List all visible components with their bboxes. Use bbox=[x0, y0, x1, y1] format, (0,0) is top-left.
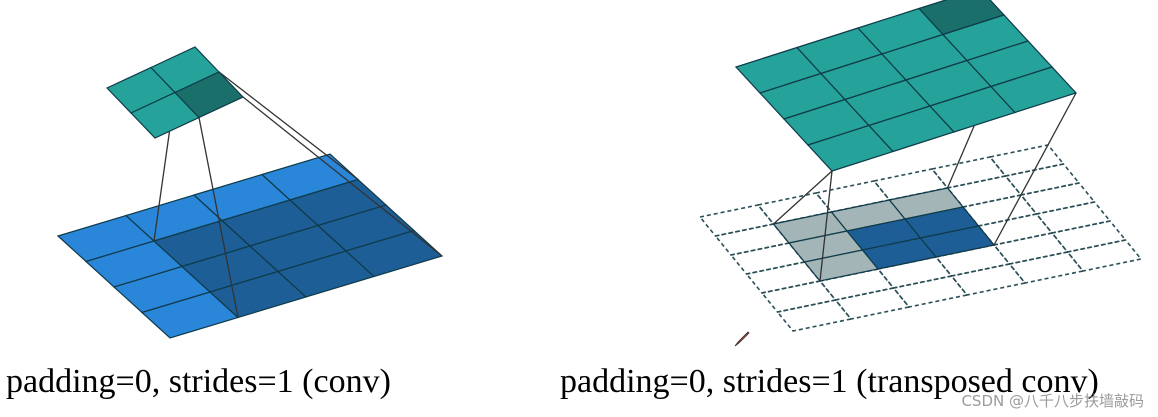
projection-line bbox=[819, 170, 833, 282]
projection-line bbox=[773, 170, 833, 225]
conv-caption: padding=0, strides=1 (conv) bbox=[6, 363, 391, 400]
kernel-window bbox=[772, 187, 996, 282]
projection-line bbox=[993, 92, 1077, 246]
conv-figure bbox=[56, 46, 444, 339]
output-grid bbox=[105, 46, 245, 139]
watermark: CSDN @八千八步扶墙敲码 bbox=[961, 392, 1144, 410]
grid-cell bbox=[989, 66, 1078, 114]
projection-line bbox=[218, 71, 359, 181]
output-grid bbox=[734, 0, 1078, 172]
grid-cell bbox=[1066, 239, 1143, 272]
transposed-conv-caption: padding=0, strides=1 (transposed conv) bbox=[560, 363, 1099, 400]
projection-line bbox=[198, 117, 239, 318]
grid-cell bbox=[173, 71, 245, 119]
input-grid bbox=[56, 153, 444, 339]
pen-cursor-icon bbox=[734, 331, 750, 347]
transposed-conv-figure bbox=[698, 0, 1143, 332]
projection-line bbox=[242, 96, 443, 257]
